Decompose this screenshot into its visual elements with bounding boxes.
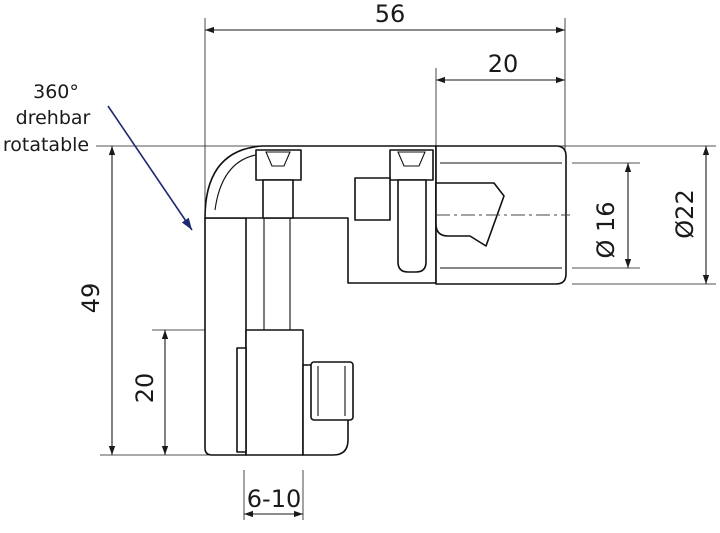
label-20-top: 20	[488, 50, 519, 78]
callout-line-360: 360°	[33, 81, 79, 103]
callout-line-drehbar: drehbar	[16, 107, 91, 129]
clamp-fork	[236, 218, 354, 456]
screw-left	[255, 149, 302, 219]
label-d22: Ø22	[671, 189, 699, 238]
callout-line-rotatable: rotatable	[3, 134, 89, 156]
rotatable-callout: 360° drehbar rotatable	[3, 81, 91, 156]
label-20-left: 20	[131, 373, 159, 404]
screw-right	[354, 149, 434, 273]
tube-collet	[435, 162, 570, 269]
dimension-lines	[108, 26, 710, 518]
rotatable-callout-arrow	[107, 105, 193, 231]
label-49: 49	[77, 283, 105, 314]
label-6-10: 6-10	[247, 485, 301, 513]
label-d16: Ø 16	[592, 201, 620, 258]
dimension-labels: 56 20 Ø 16 Ø22 49 20 6-10	[77, 0, 699, 513]
label-56: 56	[375, 0, 406, 28]
